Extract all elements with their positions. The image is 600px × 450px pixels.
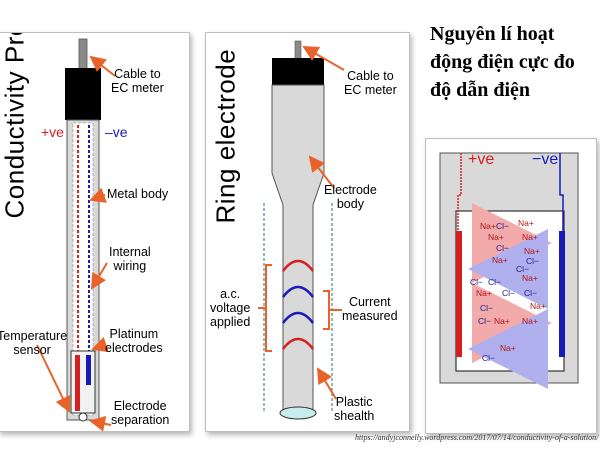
ion-label: Cl− (496, 243, 509, 253)
ion-label: Na+ (524, 246, 540, 256)
ac-voltage-label: a.c. voltage applied (210, 287, 251, 329)
conductivity-cell-panel: Na+Cl−Na+Na+Na+Cl−Na+Cl−Na+Cl−Cl−Cl−Na+N… (425, 138, 597, 434)
cell-positive-wire (457, 153, 462, 231)
ring-electrode-panel: Ring electrode Cable to EC m (205, 32, 410, 432)
ion-label: Cl− (524, 288, 537, 298)
current-measured-label: Current measured (342, 295, 398, 323)
cell-positive-electrode (456, 231, 462, 357)
temperature-sensor-label: Temperature sensor (0, 329, 68, 357)
ion-label: Na+ (492, 255, 508, 265)
ring-blue-1 (282, 285, 314, 298)
plastic-sheath-label: Plastic shealth (334, 395, 375, 423)
ion-label: Na+ (518, 218, 534, 228)
ion-label: Cl− (516, 264, 529, 274)
ring-connector (272, 58, 324, 85)
slide-heading: Nguyên lí hoạt động điện cực đo độ dẫn đ… (430, 20, 600, 104)
ion-label: Na+ (488, 232, 504, 242)
cell-plus-label: +ve (468, 151, 495, 168)
platinum-electrodes-label: Platinum electrodes (105, 327, 163, 355)
ring-cable (294, 40, 302, 60)
ion-label: Na+ (494, 316, 510, 326)
ion-label: Na+ (522, 232, 538, 242)
platinum-electrode-negative (86, 355, 91, 385)
ion-label: Cl− (482, 353, 495, 363)
ion-label: Cl− (478, 316, 491, 326)
cell-negative-wire (559, 153, 564, 231)
ring-electrode-body (271, 84, 325, 412)
ring-cable-label: Cable to EC meter (344, 69, 397, 97)
ion-label: Cl− (480, 303, 493, 313)
ring-red-top (282, 259, 314, 272)
internal-wiring-label: Internal wiring (109, 245, 151, 273)
ion-label: Na+ (522, 316, 538, 326)
ion-label: Na+ (530, 301, 546, 311)
probe-drawing (36, 38, 116, 431)
electrode-window (70, 350, 96, 414)
ion-label: Na+ (500, 343, 516, 353)
ion-labels: Na+Cl−Na+Na+Na+Cl−Na+Cl−Na+Cl−Cl−Cl−Na+N… (470, 218, 546, 363)
ion-label: Na+ (476, 288, 492, 298)
ring-red-bottom (282, 337, 314, 350)
ion-label: Na+ (480, 221, 496, 231)
electrode-separation-label: Electrode separation (111, 399, 170, 427)
conductivity-probe-panel: Conductivity Probe +ve –ve Cable to (0, 32, 190, 432)
ring-electrode-drawing (258, 40, 345, 420)
cell-negative-electrode (559, 231, 565, 357)
ring-blue-2 (282, 311, 314, 324)
ion-label: Na+ (522, 273, 538, 283)
ion-label: Cl− (470, 277, 483, 287)
temperature-sensor-bulb (78, 412, 88, 422)
cell-drawing: Na+Cl−Na+Na+Na+Cl−Na+Cl−Na+Cl−Cl−Cl−Na+N… (439, 152, 579, 389)
heading-line-2: động điện cực đo (430, 51, 575, 73)
source-url: https://andyjconnelly.wordpress.com/2017… (355, 433, 599, 442)
probe-cable-label: Cable to EC meter (111, 67, 164, 95)
metal-body-label: Metal body (107, 187, 169, 201)
ion-label: Cl− (496, 221, 509, 231)
probe-plus-label: +ve (41, 124, 64, 140)
cell-minus-label: −ve (532, 151, 559, 168)
heading-line-3: độ dẫn điện (430, 79, 531, 101)
electrode-body-label: Electrode body (324, 183, 377, 211)
platinum-electrode-positive (75, 355, 80, 411)
probe-cable (78, 38, 88, 70)
heading-line-1: Nguyên lí hoạt (430, 23, 555, 45)
ion-label: Cl− (526, 256, 539, 266)
ion-label: Cl− (488, 277, 501, 287)
sheath-bottom (279, 406, 317, 420)
ion-label: Cl− (502, 288, 515, 298)
probe-minus-label: –ve (105, 124, 128, 140)
probe-connector (65, 68, 101, 120)
